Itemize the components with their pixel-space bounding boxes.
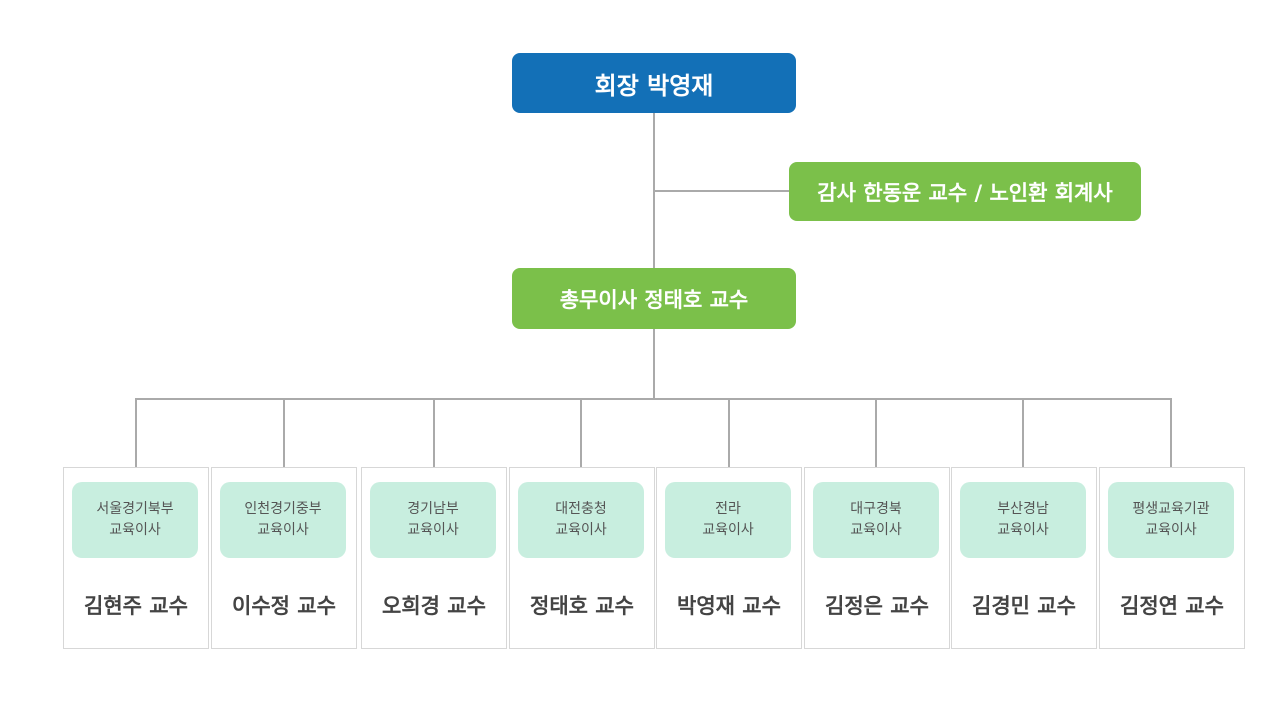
member-name: 김경민 교수 [972, 594, 1076, 618]
region-role: 교육이사 [555, 522, 607, 538]
connector-drop-5 [728, 398, 730, 467]
region-name: 인천경기중부 [244, 501, 322, 517]
connector-drop-6 [875, 398, 877, 467]
region-name: 전라 [715, 501, 741, 517]
member-name: 오희경 교수 [382, 594, 486, 618]
region-role: 교육이사 [407, 522, 459, 538]
region-tag: 서울경기북부 교육이사 [72, 482, 198, 558]
region-name: 서울경기북부 [96, 501, 174, 517]
connector-drop-7 [1022, 398, 1024, 467]
member-card: 경기남부 교육이사 오희경 교수 [361, 467, 507, 649]
connector-drop-4 [580, 398, 582, 467]
connector-horizontal-bus [135, 398, 1172, 400]
connector-secretary-to-bus [653, 329, 655, 398]
region-name: 부산경남 [997, 501, 1049, 517]
region-tag: 대구경북 교육이사 [813, 482, 939, 558]
region-role: 교육이사 [850, 522, 902, 538]
member-card: 전라 교육이사 박영재 교수 [656, 467, 802, 649]
member-card: 평생교육기관 교육이사 김정연 교수 [1099, 467, 1245, 649]
region-tag: 인천경기중부 교육이사 [220, 482, 346, 558]
member-card: 대전충청 교육이사 정태호 교수 [509, 467, 655, 649]
region-role: 교육이사 [109, 522, 161, 538]
general-secretary-box: 총무이사 정태호 교수 [512, 268, 796, 329]
region-tag: 대전충청 교육이사 [518, 482, 644, 558]
president-box: 회장 박영재 [512, 53, 796, 113]
member-card: 대구경북 교육이사 김정은 교수 [804, 467, 950, 649]
connector-drop-2 [283, 398, 285, 467]
member-name: 김정은 교수 [825, 594, 929, 618]
member-name: 정태호 교수 [530, 594, 634, 618]
auditor-box: 감사 한동운 교수 / 노인환 회계사 [789, 162, 1141, 221]
member-name: 김현주 교수 [84, 594, 188, 618]
region-tag: 부산경남 교육이사 [960, 482, 1086, 558]
region-tag: 전라 교육이사 [665, 482, 791, 558]
connector-president-to-secretary [653, 113, 655, 268]
connector-drop-8 [1170, 398, 1172, 467]
member-name: 김정연 교수 [1120, 594, 1224, 618]
member-name: 박영재 교수 [677, 594, 781, 618]
region-name: 대전충청 [555, 501, 607, 517]
member-card: 서울경기북부 교육이사 김현주 교수 [63, 467, 209, 649]
region-name: 경기남부 [407, 501, 459, 517]
region-role: 교육이사 [702, 522, 754, 538]
region-role: 교육이사 [1145, 522, 1197, 538]
region-tag: 경기남부 교육이사 [370, 482, 496, 558]
region-name: 평생교육기관 [1132, 501, 1210, 517]
connector-drop-1 [135, 398, 137, 467]
region-name: 대구경북 [850, 501, 902, 517]
region-tag: 평생교육기관 교육이사 [1108, 482, 1234, 558]
member-card: 부산경남 교육이사 김경민 교수 [951, 467, 1097, 649]
member-card: 인천경기중부 교육이사 이수정 교수 [211, 467, 357, 649]
region-role: 교육이사 [257, 522, 309, 538]
member-name: 이수정 교수 [232, 594, 336, 618]
region-role: 교육이사 [997, 522, 1049, 538]
connector-auditor-branch [655, 190, 789, 192]
connector-drop-3 [433, 398, 435, 467]
